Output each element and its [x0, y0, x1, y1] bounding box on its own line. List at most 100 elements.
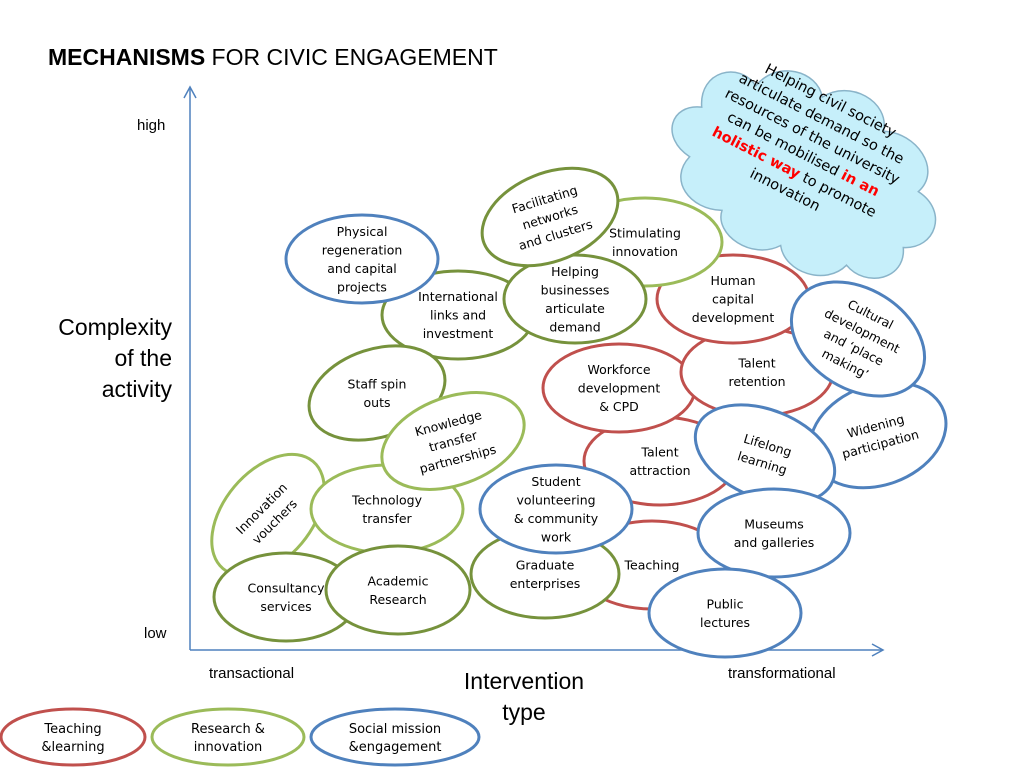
bubble-label-line: projects: [337, 279, 387, 294]
bubble-label-line: regeneration: [322, 242, 403, 257]
legend-label-line: Research &: [191, 722, 265, 737]
bubble-label-line: retention: [728, 374, 785, 389]
bubble-innovation-vouchers: Innovationvouchers: [210, 452, 326, 578]
y-high-label: high: [137, 117, 166, 134]
bubble-museums-galleries: Museums and galleries: [696, 487, 852, 579]
bubble-label-line: Research: [369, 592, 426, 607]
bubble-physical-regeneration: Physical regeneration and capital projects: [284, 213, 440, 305]
title-bold: MECHANISMS: [48, 44, 206, 70]
bubble-knowledge-transfer: Knowledgetransferpartnerships: [380, 391, 526, 491]
bubble-label-line: services: [260, 599, 311, 614]
bubble-label-line: International: [418, 289, 498, 304]
bubble-label-line: Technology: [351, 492, 423, 507]
bubble-label-line: businesses: [541, 282, 610, 297]
y-low-label: low: [144, 625, 167, 642]
bubble-outline: [789, 280, 927, 398]
bubble-label: Student volunteering & community work: [514, 474, 599, 545]
bubble-label: Staff spin outs: [348, 376, 407, 410]
bubble-label-line: and galleries: [734, 535, 815, 550]
legend-label: Social mission&engagement: [349, 722, 442, 755]
legend-swatch: [309, 707, 481, 767]
title-rest: FOR CIVIC ENGAGEMENT: [205, 44, 498, 70]
bubble-outline: [480, 166, 620, 268]
bubble-label: Teaching: [624, 558, 680, 573]
bubble-consultancy-services: Consultancy services: [212, 551, 360, 643]
bubble-label-line: work: [541, 529, 572, 544]
bubble-label-line: transfer: [362, 511, 412, 526]
x-axis-arrow: [871, 643, 885, 657]
bubble-label-line: & community: [514, 511, 599, 526]
bubble-label-line: Academic: [367, 573, 428, 588]
bubble-outline: [696, 487, 852, 579]
bubble-label-line: Public: [707, 596, 744, 611]
bubble-outline: [284, 213, 440, 305]
legend-swatch: [150, 707, 306, 767]
bubble-label: Public lectures: [700, 596, 750, 630]
legend-label-line: Social mission: [349, 722, 441, 737]
slide-title: MECHANISMS FOR CIVIC ENGAGEMENT: [48, 44, 498, 71]
bubble-label-line: Human: [710, 273, 755, 288]
legend-label-line: &engagement: [349, 740, 442, 755]
bubble-student-volunteering: Student volunteering & community work: [478, 463, 634, 555]
y-axis-arrow: [183, 85, 197, 99]
bubble-workforce-development: Workforce development & CPD: [541, 342, 697, 434]
bubble-label-line: volunteering: [516, 492, 595, 507]
bubble-label-line: & CPD: [599, 399, 639, 414]
bubble-label-line: Staff spin: [348, 376, 407, 391]
bubble-label: Technology transfer: [351, 492, 423, 526]
x-right-label: transformational: [728, 665, 836, 682]
legend-item-social: Social mission&engagement: [309, 707, 481, 767]
bubble-cultural-development: Culturaldevelopmentand ‘placemaking’: [789, 280, 927, 398]
legend-label: Research & innovation: [191, 722, 265, 755]
bubble-label-line: development: [692, 310, 775, 325]
legend-item-teaching: Teaching&learning: [0, 707, 147, 767]
bubble-label-line: Consultancy: [248, 580, 326, 595]
bubble-label-line: lectures: [700, 615, 750, 630]
bubble-widening-participation: Wideningparticipation: [808, 380, 948, 490]
bubble-outline: [210, 452, 326, 578]
legend-label-line: &learning: [41, 740, 104, 755]
bubble-label-line: Graduate: [516, 557, 575, 572]
legend: Teaching&learning Research & innovation Soc…: [0, 707, 481, 767]
bubble-label-line: and capital: [327, 261, 396, 276]
legend-item-research: Research & innovation: [150, 707, 306, 767]
bubble-label: Workforce development & CPD: [578, 362, 661, 414]
bubble-label-line: investment: [423, 326, 494, 341]
bubble-label-line: Workforce: [587, 362, 650, 377]
legend-swatch: [0, 707, 147, 767]
legend-label-line: Teaching: [43, 722, 101, 737]
legend-label-line: innovation: [194, 740, 263, 755]
thought-cloud: [671, 70, 937, 279]
bubble-label-line: Teaching: [624, 558, 680, 573]
bubble-label: Graduate enterprises: [510, 557, 581, 591]
bubble-label: Consultancy services: [248, 580, 326, 614]
bubble-label-line: Stimulating: [609, 225, 681, 240]
x-axis-title: Intervention type: [463, 668, 585, 725]
bubble-label-line: Student: [531, 474, 580, 489]
bubble-label-line: development: [578, 381, 661, 396]
bubble-label-line: demand: [549, 319, 600, 334]
bubble-facilitating-networks: Facilitatingnetworksand clusters: [480, 166, 620, 268]
bubble-label-line: outs: [364, 395, 391, 410]
bubble-outline: [324, 544, 472, 636]
bubble-outline: [647, 567, 803, 659]
bubble-outline: [478, 463, 634, 555]
bubble-label-line: attraction: [629, 463, 690, 478]
bubble-label-line: Museums: [744, 516, 804, 531]
bubble-label-line: enterprises: [510, 576, 581, 591]
bubble-label-line: Physical: [337, 224, 388, 239]
